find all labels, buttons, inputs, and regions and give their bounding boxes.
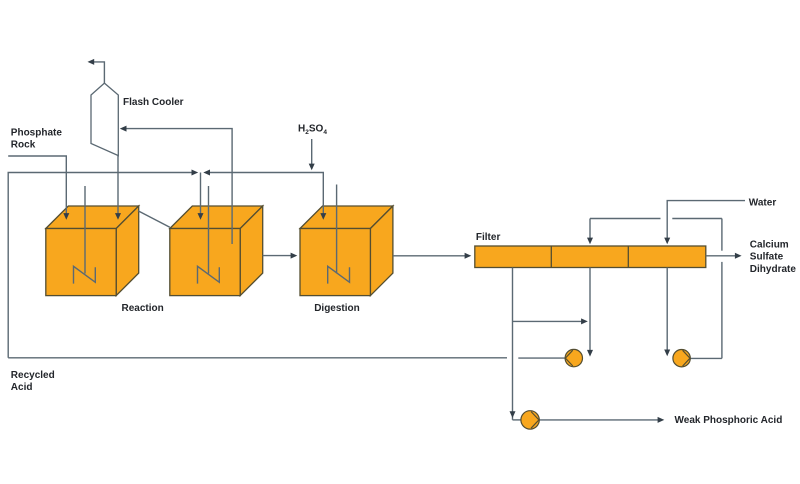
svg-text:Reaction: Reaction: [122, 303, 164, 314]
svg-text:Digestion: Digestion: [314, 303, 360, 314]
svg-text:Calcium: Calcium: [750, 239, 789, 250]
svg-text:Sulfate: Sulfate: [750, 252, 784, 263]
svg-text:Phosphate: Phosphate: [11, 128, 63, 139]
svg-text:H2SO4: H2SO4: [298, 124, 327, 136]
svg-text:Recycled: Recycled: [11, 370, 55, 381]
svg-text:Acid: Acid: [11, 382, 33, 393]
svg-text:Filter: Filter: [476, 232, 501, 243]
svg-text:Water: Water: [749, 197, 777, 208]
svg-text:Flash Cooler: Flash Cooler: [123, 97, 184, 108]
svg-text:Rock: Rock: [11, 139, 36, 150]
svg-text:Dihydrate: Dihydrate: [750, 264, 797, 275]
svg-text:Weak Phosphoric Acid: Weak Phosphoric Acid: [675, 415, 783, 426]
